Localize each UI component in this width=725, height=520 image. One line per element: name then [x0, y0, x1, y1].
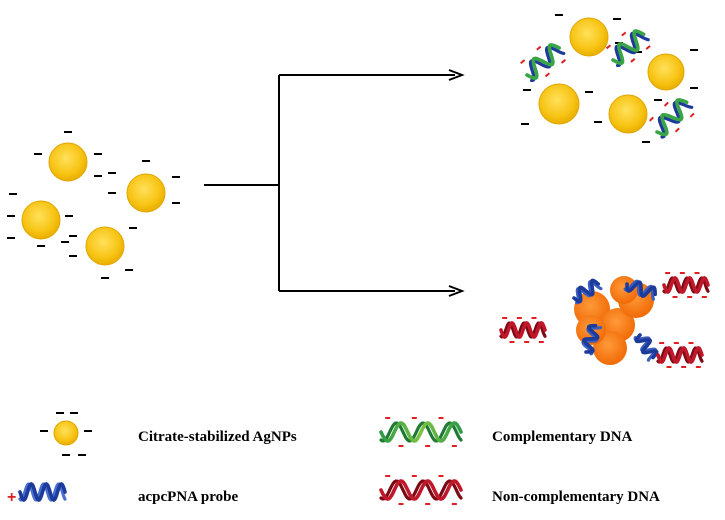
initial-agnp-cluster [7, 131, 180, 279]
pna-probe-helix-icon [572, 278, 603, 305]
legend-label-complementary-dna: Complementary DNA [492, 429, 633, 445]
nanoparticle-icon [634, 49, 698, 91]
nanoparticle-icon [7, 193, 73, 247]
nanoparticle-icon [34, 131, 102, 182]
legend-icons: + [7, 412, 463, 506]
complementary-dna-helix-icon [649, 98, 695, 139]
legend-label-noncomplementary-dna: Non-complementary DNA [492, 489, 660, 505]
pna-probe-helix-icon [623, 279, 657, 301]
complementary-dna-helix-icon [379, 417, 463, 447]
nanoparticle-icon [521, 83, 593, 125]
aggregated-agnps-with-noncomplementary-dna [499, 272, 710, 368]
pna-probe-helix-icon [581, 323, 603, 356]
noncomplementary-dna-helix-icon [379, 475, 463, 505]
complementary-dna-helix-icon [520, 43, 567, 83]
positive-charge-mark: + [7, 489, 16, 506]
nanoparticle-icon [69, 226, 137, 279]
nanoparticle-icon [40, 412, 92, 456]
legend-label-agnps: Citrate-stabilized AgNPs [138, 429, 297, 445]
arrow-upper-head [448, 69, 465, 81]
complementary-dna-helix-icon [605, 29, 651, 68]
arrow-lower-head [448, 285, 465, 297]
legend-label-pna-probe: acpcPNA probe [138, 489, 239, 505]
noncomplementary-dna-helix-icon [662, 272, 710, 298]
nanoparticle-icon [555, 14, 623, 57]
pna-probe-helix-icon [18, 481, 67, 503]
nanoparticle-icon [594, 94, 662, 143]
reaction-arrows [204, 69, 465, 297]
dispersed-agnps-with-complementary-dna [520, 14, 698, 143]
noncomplementary-dna-helix-icon [656, 342, 704, 368]
nanoparticle-icon [108, 160, 180, 213]
pna-probe-helix-icon [633, 333, 659, 362]
noncomplementary-dna-helix-icon [499, 317, 547, 343]
